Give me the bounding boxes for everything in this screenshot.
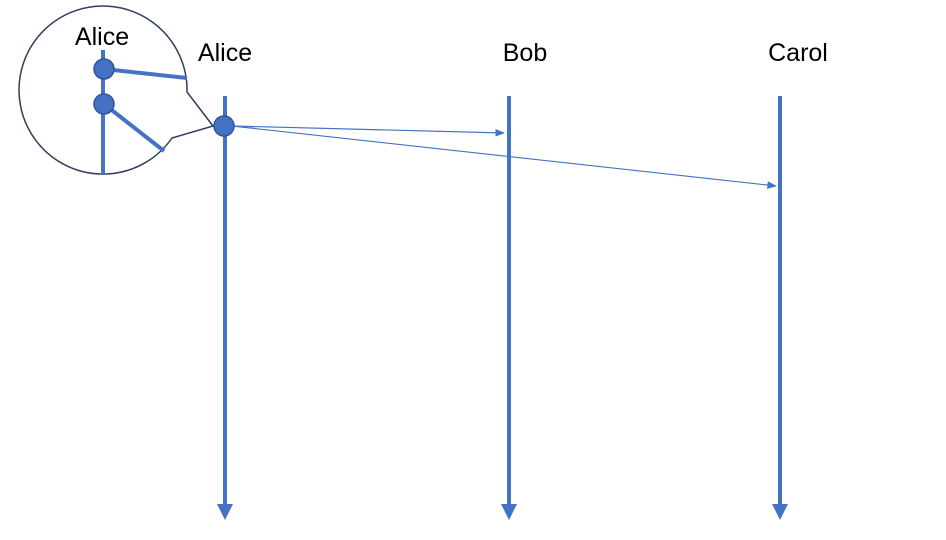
participant-label-bob: Bob bbox=[503, 39, 547, 67]
message-alice-to-bob bbox=[231, 125, 505, 137]
send-event-node bbox=[213, 115, 235, 137]
zoom-callout-bubble bbox=[18, 5, 215, 175]
participant-label-carol: Carol bbox=[768, 39, 828, 67]
zoom-message-to-bob bbox=[103, 67, 188, 80]
zoom-message-to-carol bbox=[102, 102, 166, 153]
zoom-participant-label: Alice bbox=[75, 23, 129, 51]
message-alice-to-carol bbox=[231, 125, 777, 189]
zoom-event-node-1 bbox=[93, 58, 115, 80]
zoom-event-node-2 bbox=[93, 93, 115, 115]
zoom-callout: Alice bbox=[18, 5, 215, 175]
participant-label-alice: Alice bbox=[198, 39, 252, 67]
